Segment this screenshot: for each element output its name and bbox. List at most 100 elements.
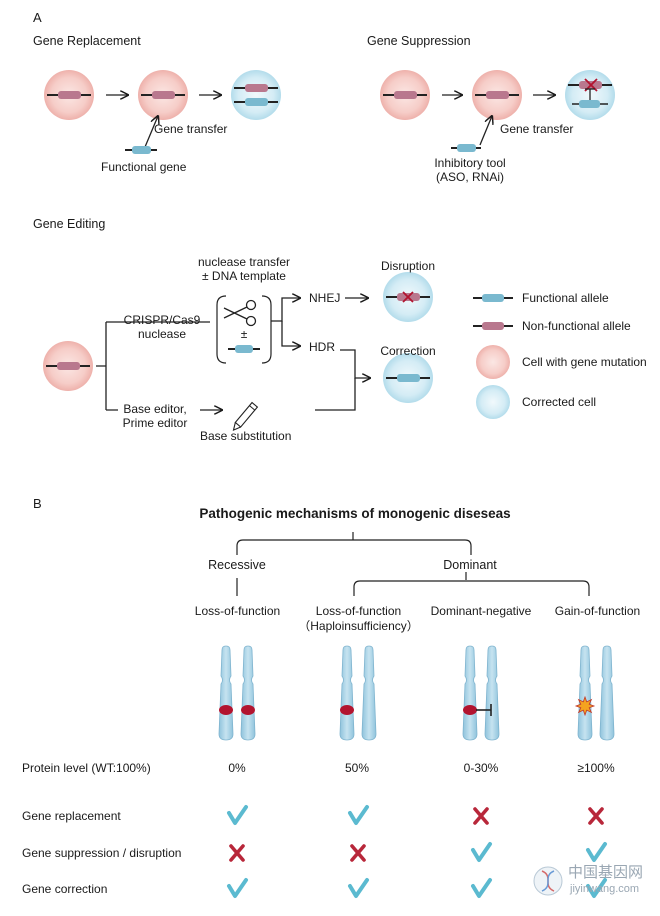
disruption-label: Disruption <box>380 259 436 273</box>
crispr-label: CRISPR/Cas9 <box>123 313 201 327</box>
nuclease-transfer-label: nuclease transfer <box>197 255 291 269</box>
mechanism-2: Loss-of-function <box>315 604 402 618</box>
arrow <box>144 116 158 148</box>
hdr-label: HDR <box>309 340 335 354</box>
mutation-dot <box>241 705 255 715</box>
panel-a-label: A <box>33 10 42 25</box>
inhibitory-tool-bar <box>457 144 476 152</box>
plus-minus-sign: ± <box>240 327 248 341</box>
hdr-branch <box>281 321 300 346</box>
gene-transfer-label-2: Gene transfer <box>500 122 574 136</box>
pencil-icon <box>232 401 259 432</box>
cross-icon <box>588 807 604 825</box>
gene-editing-title: Gene Editing <box>33 217 106 231</box>
legend-nonfunctional-allele-label: Non-functional allele <box>522 319 631 333</box>
mechanism-3: Dominant-negative <box>430 604 532 618</box>
mutation-dot <box>219 705 233 715</box>
legend-functional-allele-label: Functional allele <box>522 291 609 305</box>
chromosome <box>218 645 234 741</box>
chromosome <box>339 645 355 741</box>
therapy-marks <box>227 805 607 898</box>
nonfunctional-allele <box>394 91 417 99</box>
inhibitory-tool-label: Inhibitory tool <box>434 156 506 170</box>
prime-editor-label: Prime editor <box>122 416 188 430</box>
dna-logo-icon <box>533 866 563 896</box>
panel-b-label: B <box>33 496 42 511</box>
inhibitory-tool <box>579 100 600 108</box>
nonfunctional-allele <box>486 91 509 99</box>
nuclease-label: nuclease <box>137 327 187 341</box>
chromosome <box>462 645 478 741</box>
dna-template <box>235 345 253 353</box>
gene-replacement-cells <box>44 70 281 154</box>
nonfunctional-allele <box>57 362 80 370</box>
legend-mutant-cell-label: Cell with gene mutation <box>522 355 647 369</box>
chromosome <box>599 645 615 741</box>
mechanism-tree <box>236 532 590 596</box>
legend-corrected-cell-label: Corrected cell <box>522 395 597 409</box>
nhej-label: NHEJ <box>309 291 341 305</box>
base-substitution-label: Base substitution <box>200 429 292 443</box>
protein-level-3: 0-30% <box>463 761 499 775</box>
cross-icon <box>350 844 366 862</box>
gene-suppression-cells <box>380 70 615 152</box>
protein-level-label: Protein level (WT:100%) <box>22 761 151 775</box>
check-icon <box>471 878 492 898</box>
recessive-label: Recessive <box>208 558 266 572</box>
watermark-logo: 中国基因网 jiyinwang.com <box>532 858 660 904</box>
mechanism-4: Gain-of-function <box>554 604 641 618</box>
functional-allele <box>397 374 420 382</box>
dominant-label: Dominant <box>443 558 497 572</box>
gene-editing-diagram <box>43 272 433 432</box>
gene-transfer-label: Gene transfer <box>154 122 228 136</box>
check-icon <box>227 805 248 825</box>
chromosome <box>577 645 593 741</box>
arrow <box>479 116 492 146</box>
dna-template-label: ± DNA template <box>202 269 286 283</box>
chromosome <box>240 645 256 741</box>
nonfunctional-allele <box>245 84 268 92</box>
mechanism-2-detail: （Haploinsufficiency） <box>298 619 419 633</box>
mechanism-1: Loss-of-function <box>194 604 281 618</box>
panel-b-title: Pathogenic mechanisms of monogenic dises… <box>199 506 511 521</box>
check-icon <box>348 878 369 898</box>
correction-merge <box>340 349 370 378</box>
therapy-gene-correction: Gene correction <box>22 882 108 896</box>
legend-graphics <box>473 294 513 419</box>
therapy-gene-replacement: Gene replacement <box>22 809 121 823</box>
check-icon <box>227 878 248 898</box>
functional-allele <box>245 98 268 106</box>
legend-nonfunctional-allele <box>482 322 504 330</box>
watermark-name: 中国基因网 <box>568 863 644 881</box>
therapy-gene-suppression: Gene suppression / disruption <box>22 846 182 860</box>
legend-mutant-cell <box>476 345 510 379</box>
chromosome <box>484 645 500 741</box>
protein-level-4: ≥100% <box>577 761 615 775</box>
chromosome <box>361 645 377 741</box>
disruption-x <box>402 291 414 303</box>
nhej-branch <box>271 298 300 322</box>
legend-corrected-cell <box>476 385 510 419</box>
inhibitory-tool-examples: (ASO, RNAi) <box>435 170 504 184</box>
gene-suppression-title: Gene Suppression <box>367 34 471 48</box>
corrected-cell <box>231 70 281 120</box>
base-editor-label: Base editor, <box>123 402 187 416</box>
legend-functional-allele <box>482 294 504 302</box>
correction-label: Correction <box>380 344 436 358</box>
editing-bracket <box>96 321 118 411</box>
nonfunctional-allele <box>152 91 175 99</box>
functional-gene-label: Functional gene <box>101 160 187 174</box>
protein-level-1: 0% <box>228 761 246 775</box>
chromosome-row <box>218 645 615 741</box>
watermark-url: jiyinwang.com <box>570 883 640 895</box>
protein-level-2: 50% <box>344 761 370 775</box>
tools-bracket <box>216 295 227 364</box>
scissors-icon <box>223 299 257 327</box>
mutation-dot <box>340 705 354 715</box>
check-icon <box>348 805 369 825</box>
cross-icon <box>229 844 245 862</box>
nonfunctional-allele <box>58 91 81 99</box>
check-icon <box>586 878 607 898</box>
functional-gene <box>132 146 151 154</box>
